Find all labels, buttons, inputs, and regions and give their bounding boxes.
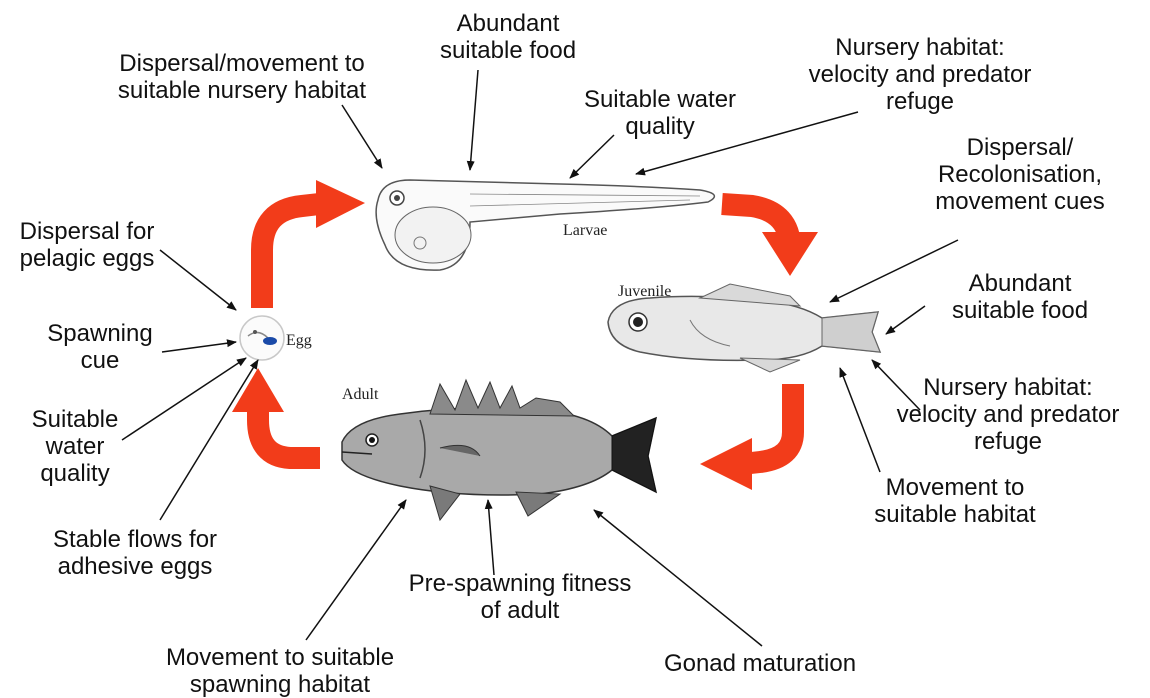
pointer-pre-spawning-fitness [488,500,494,575]
stage-label-adult: Adult [342,386,378,404]
pointer-abundant-food-larvae [470,70,478,170]
pointer-stable-flows [160,360,258,520]
stage-label-juvenile: Juvenile [618,283,671,301]
cycle-arrow-larvae-to-juvenile [722,204,818,276]
pointer-dispersal-nursery [342,105,382,168]
pointer-spawning-cue [162,342,236,352]
stage-label-larvae: Larvae [563,222,607,240]
stage-label-egg: Egg [286,332,312,350]
label-gonad-maturation: Gonad maturation [620,650,900,677]
adult-illustration [342,380,656,520]
larvae-illustration [376,180,714,270]
cycle-arrow-juvenile-to-adult [700,384,793,490]
pointer-lines [122,70,958,646]
label-dispersal-recolonisation: Dispersal/Recolonisation,movement cues [910,134,1130,215]
pointer-water-quality-larvae [570,135,614,178]
egg-illustration [240,316,284,360]
cycle-arrow-egg-to-larvae [262,180,365,308]
